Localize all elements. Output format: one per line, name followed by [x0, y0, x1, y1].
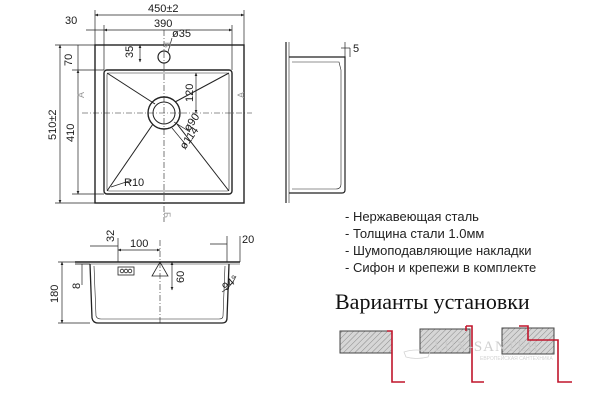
dim-total-depth: 180	[49, 285, 61, 303]
dim-rim-width: 20	[242, 234, 254, 246]
section-marks: Б Б А А	[76, 42, 246, 218]
dim-wall-angle: 94°	[220, 273, 240, 293]
dim-overall-width: 450±2	[148, 3, 179, 15]
dim-inner-height: 410	[65, 124, 77, 142]
dim-drain-position: 120	[184, 84, 196, 102]
features-list: - Нержавеющая сталь - Толщина стали 1.0м…	[345, 209, 536, 275]
watermark-tagline: ЕВРОПЕЙСКАЯ САНТЕХНИКА	[480, 354, 553, 362]
section-dimension-labels: 32 100 20 180 8 60 94°	[49, 230, 254, 303]
install-variant-2	[419, 325, 484, 383]
feature-item: - Нержавеющая сталь	[345, 209, 479, 224]
install-variant-1	[339, 330, 405, 383]
dim-overall-height: 510±2	[47, 109, 59, 140]
install-options-title: Варианты установки	[335, 289, 530, 314]
feature-item: - Сифон и крепежи в комплекте	[345, 260, 536, 275]
top-view	[82, 30, 252, 222]
sink-bowl	[103, 69, 233, 195]
section-b-bottom: Б	[162, 212, 172, 218]
section-view	[58, 236, 241, 325]
feature-item: - Шумоподавляющие накладки	[345, 243, 532, 258]
side-view	[285, 42, 351, 203]
dim-overflow-position: 100	[130, 238, 148, 250]
dim-corner-radius: R10	[124, 177, 144, 189]
overflow-slot	[117, 266, 135, 276]
bathtub-logo	[403, 349, 431, 359]
dim-flange-height: 8	[71, 283, 83, 289]
top-view-dimension-labels: 30 450±2 390 35 ø35 70 120 ø90 ø114 R10 …	[47, 3, 202, 189]
sink-outer-rim	[94, 44, 245, 204]
dim-overflow-height: 60	[175, 271, 187, 283]
dim-top-offset: 30	[65, 15, 77, 27]
feature-item: - Толщина стали 1.0мм	[345, 226, 484, 241]
install-variant-3	[501, 325, 572, 383]
watermark-brand: LUX-SANTEH	[434, 339, 539, 355]
dim-section-depth: 32	[105, 230, 117, 242]
section-a-left: А	[76, 92, 86, 98]
top-view-dimensions	[55, 10, 245, 204]
dim-drain-offset: 35	[124, 46, 136, 58]
dim-top-rim: 70	[63, 54, 75, 66]
dim-side-flange: 5	[353, 43, 359, 55]
section-a-right: А	[236, 92, 246, 98]
section-b-top: Б	[162, 42, 172, 48]
brand-watermark: LUX-SANTEH ЕВРОПЕЙСКАЯ САНТЕХНИКА	[403, 339, 553, 362]
dim-tap-diameter: ø35	[172, 28, 191, 40]
dim-inner-width: 390	[154, 18, 172, 30]
